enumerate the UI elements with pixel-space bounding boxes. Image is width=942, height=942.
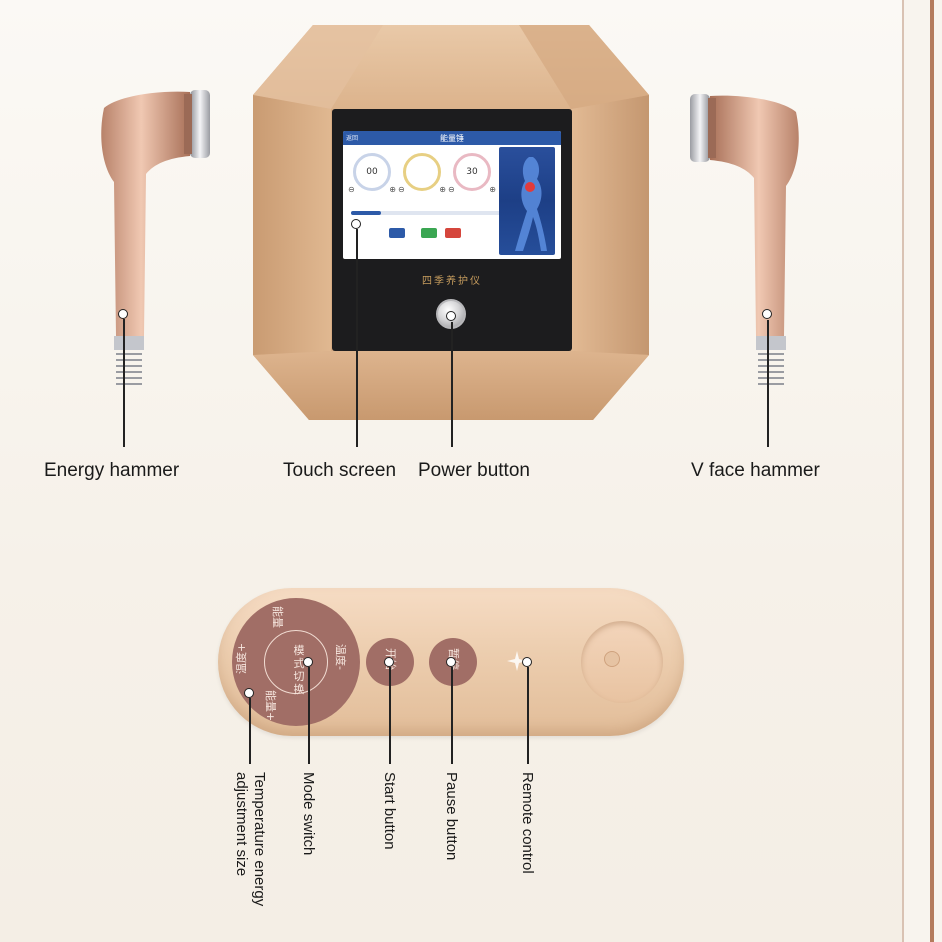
energy-hammer (101, 90, 210, 385)
callout-dot-energy-hammer (118, 309, 128, 319)
label-remote-control: Remote control (519, 772, 536, 874)
callout-dot-touch-screen (351, 219, 361, 229)
callout-dot-v-face-hammer (762, 309, 772, 319)
callout-line-pause-button (451, 667, 453, 764)
callout-dot-temperature-energy (244, 688, 254, 698)
remote-ring-bottom-text: 能量+ (264, 690, 277, 722)
callout-line-power-button (451, 322, 453, 447)
dial-plus-icon[interactable]: ⊕ (439, 185, 446, 194)
touch-screen-panel: 返回 能量锤 00 ⊖ ⊕ ⊖ ⊕ 30 ⊖ ⊕ (332, 109, 572, 351)
callout-line-temperature-energy (249, 698, 251, 764)
label-energy-hammer: Energy hammer (44, 460, 180, 481)
callout-line-energy-hammer (123, 319, 125, 447)
screen-header: 返回 能量锤 (343, 131, 561, 145)
label-mode-switch: Mode switch (300, 772, 317, 856)
dial-minus-icon[interactable]: ⊖ (398, 185, 405, 194)
callout-dot-mode-switch (303, 657, 313, 667)
dial-minus-icon[interactable]: ⊖ (448, 185, 455, 194)
callout-line-v-face-hammer (767, 320, 769, 447)
dial-plus-icon[interactable]: ⊕ (389, 185, 396, 194)
label-v-face-hammer: V face hammer (691, 460, 820, 481)
dial-minus-icon[interactable]: ⊖ (348, 185, 355, 194)
screen-pause-button[interactable] (421, 228, 437, 238)
screen-dial-right[interactable]: 30 ⊖ ⊕ (448, 153, 496, 194)
remote-ring-top-text: 能量 (271, 606, 284, 628)
screen-title: 能量锤 (440, 133, 464, 143)
callout-line-remote-control (527, 667, 529, 764)
callout-line-start-button (389, 667, 391, 764)
remote-ring-left-text: 温度+ (235, 642, 248, 674)
dial-plus-icon[interactable]: ⊕ (489, 185, 496, 194)
screen-back-link[interactable]: 返回 (346, 135, 359, 142)
callout-dot-pause-button (446, 657, 456, 667)
body-figure-image (499, 147, 555, 255)
remote-logo-icon (506, 650, 528, 672)
screen-start-button[interactable] (389, 228, 405, 238)
remote-sensor-window (581, 621, 663, 703)
remote-ring-right-text: 温度- (334, 644, 347, 670)
remote-mode-switch-button[interactable] (264, 630, 328, 694)
callout-line-touch-screen (356, 229, 358, 447)
callout-dot-start-button (384, 657, 394, 667)
label-touch-screen: Touch screen (283, 460, 397, 481)
v-face-hammer (690, 94, 799, 385)
touch-screen[interactable]: 返回 能量锤 00 ⊖ ⊕ ⊖ ⊕ 30 ⊖ ⊕ (343, 131, 561, 259)
screen-time-slider[interactable] (351, 211, 501, 215)
label-start-button: Start button (381, 772, 398, 850)
screen-dial-middle[interactable]: ⊖ ⊕ (398, 153, 446, 194)
dial-value-right: 30 (466, 167, 478, 177)
dial-value-left: 00 (366, 167, 378, 177)
callout-dot-remote-control (522, 657, 532, 667)
label-power-button: Power button (418, 460, 530, 481)
remote-sensor-dot (604, 651, 620, 667)
screen-stop-button[interactable] (445, 228, 461, 238)
device-brand-text: 四季养护仪 (422, 276, 482, 287)
callout-dot-power-button (446, 311, 456, 321)
remote-center-text: 模式切换 (293, 644, 305, 696)
label-temperature-energy: Temperature energy adjustment size (233, 772, 268, 907)
page-side-border (902, 0, 942, 942)
console-device: 返回 能量锤 00 ⊖ ⊕ ⊖ ⊕ 30 ⊖ ⊕ (253, 25, 649, 420)
callout-line-mode-switch (308, 667, 310, 764)
screen-dial-left[interactable]: 00 ⊖ ⊕ (348, 153, 396, 194)
label-pause-button: Pause button (443, 772, 460, 861)
